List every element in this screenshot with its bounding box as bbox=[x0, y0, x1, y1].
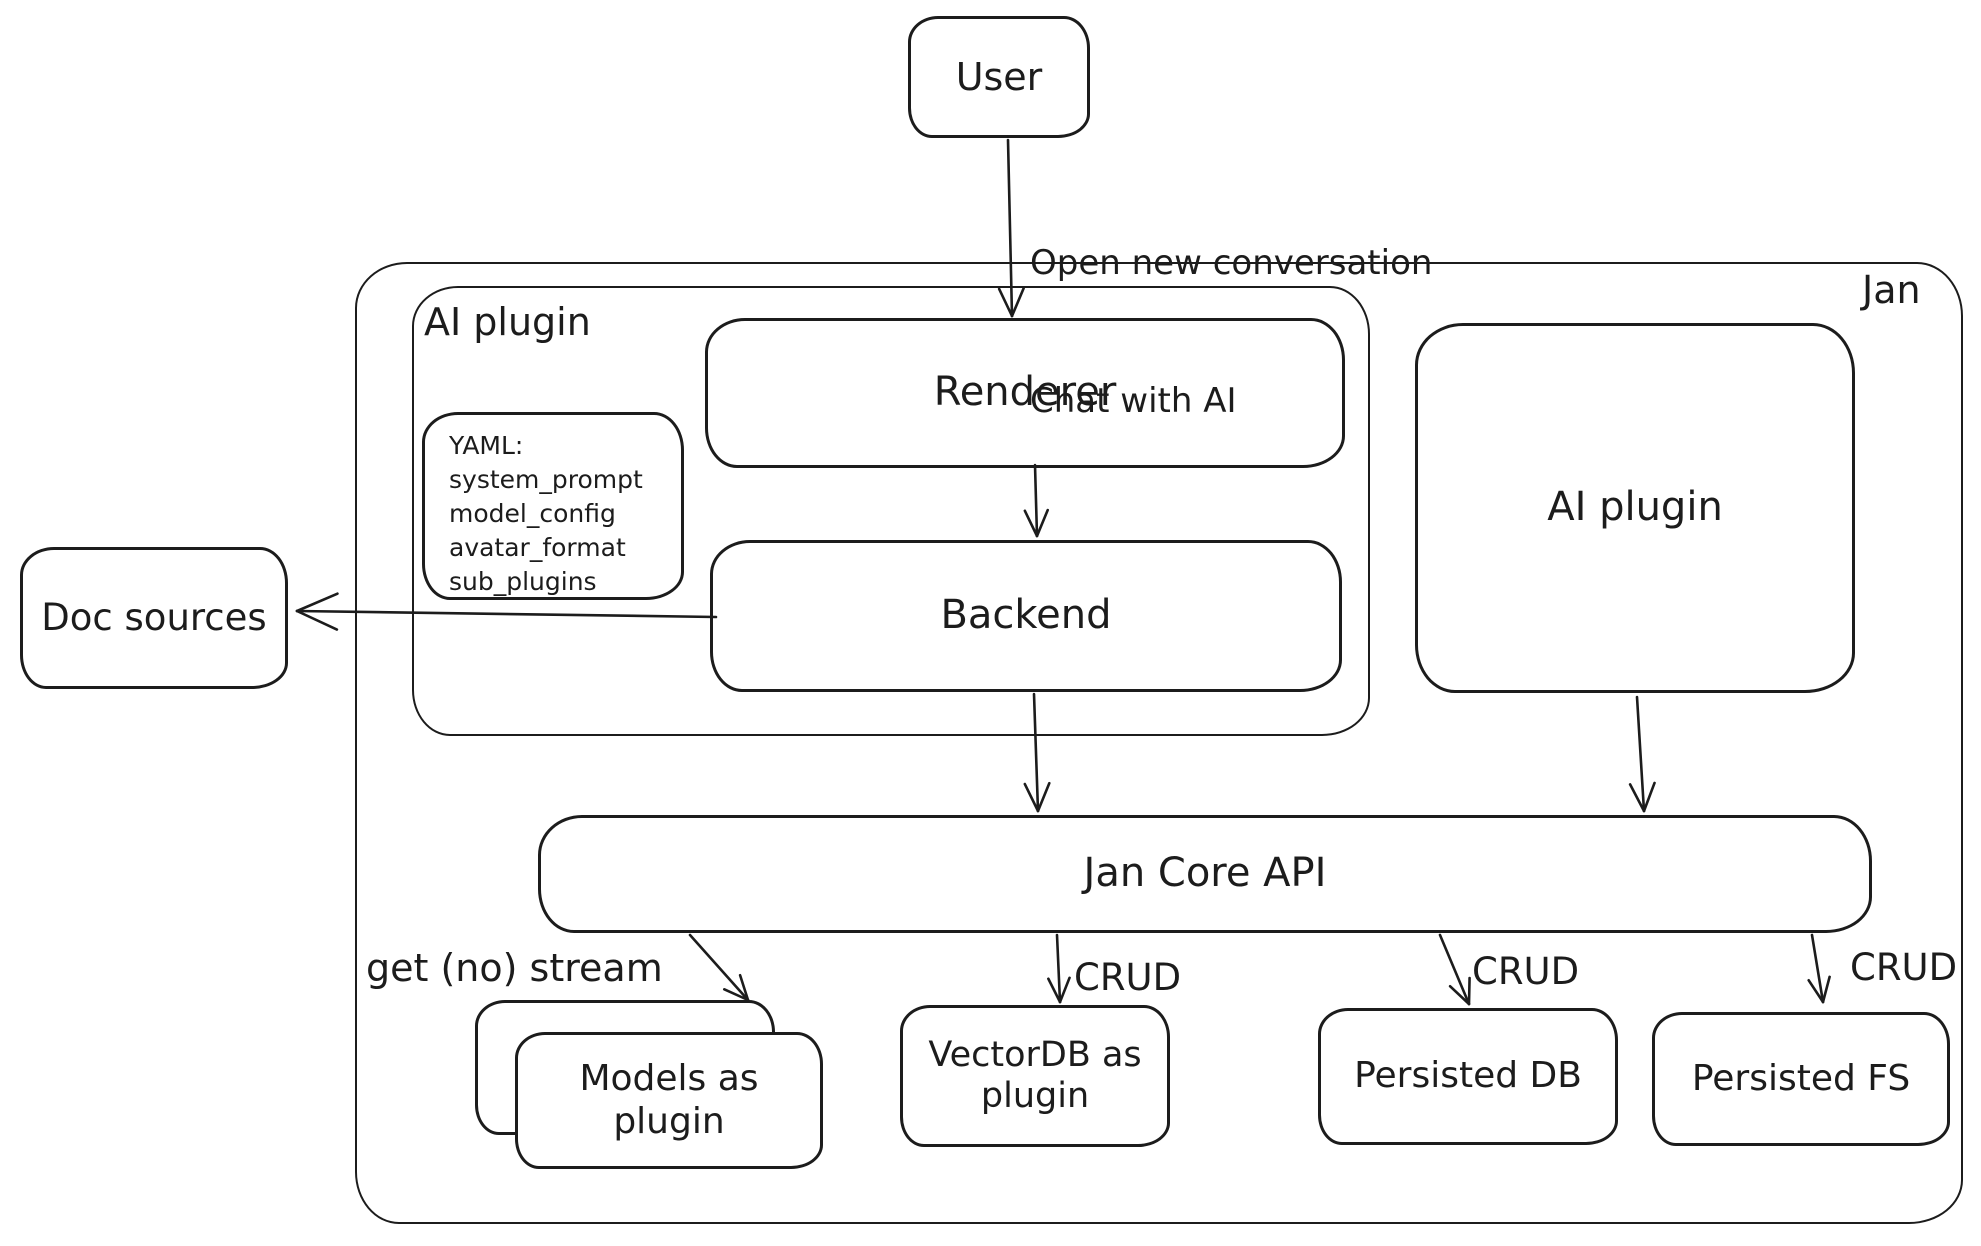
ai-plugin-container-label: AI plugin bbox=[424, 300, 591, 344]
models-plugin-node-label: Models as plugin bbox=[579, 1058, 759, 1142]
user-flow-edge-label-line1: Open new conversation bbox=[1030, 243, 1433, 283]
persisted-fs-node-label: Persisted FS bbox=[1691, 1057, 1911, 1099]
vectordb-plugin-node: VectorDB as plugin bbox=[900, 1005, 1170, 1147]
user-flow-edge-label: Open new conversation Chat with AI bbox=[1030, 148, 1432, 516]
jan-container-label: Jan bbox=[1862, 268, 1921, 312]
yaml-note-item-model-config: model_config bbox=[449, 499, 616, 528]
models-plugin-node: Models as plugin bbox=[515, 1032, 823, 1169]
ai-plugin-container bbox=[412, 286, 1370, 736]
backend-node: Backend bbox=[710, 540, 1342, 692]
persisted-fs-node: Persisted FS bbox=[1652, 1012, 1950, 1146]
user-flow-edge-label-line2: Chat with AI bbox=[1030, 381, 1237, 421]
jan-core-api-node: Jan Core API bbox=[538, 815, 1872, 933]
user-node-label: User bbox=[955, 54, 1043, 99]
yaml-note-item-system-prompt: system_prompt bbox=[449, 465, 643, 494]
backend-node-label: Backend bbox=[940, 592, 1112, 639]
doc-sources-node: Doc sources bbox=[20, 547, 288, 689]
renderer-node: Renderer bbox=[705, 318, 1345, 468]
yaml-note-item-sub-plugins: sub_plugins bbox=[449, 567, 597, 596]
ai-plugin-node: AI plugin bbox=[1415, 323, 1855, 693]
edge-label-crud-persisted-fs: CRUD bbox=[1850, 946, 1958, 989]
ai-plugin-node-label: AI plugin bbox=[1547, 484, 1723, 531]
edge-label-get-no-stream: get (no) stream bbox=[366, 946, 663, 990]
renderer-node-label: Renderer bbox=[933, 369, 1117, 416]
jan-core-api-node-label: Jan Core API bbox=[1083, 850, 1327, 897]
persisted-db-node: Persisted DB bbox=[1318, 1008, 1618, 1145]
user-node: User bbox=[908, 16, 1090, 138]
edge-label-crud-vectordb: CRUD bbox=[1074, 956, 1182, 999]
doc-sources-node-label: Doc sources bbox=[41, 596, 267, 640]
vectordb-plugin-node-label: VectorDB as plugin bbox=[928, 1034, 1142, 1116]
yaml-note-title: YAML: bbox=[449, 431, 524, 460]
yaml-note-item-avatar-format: avatar_format bbox=[449, 533, 626, 562]
edge-label-crud-persisted-db: CRUD bbox=[1472, 950, 1580, 993]
yaml-config-note: YAML: system_prompt model_config avatar_… bbox=[422, 412, 684, 600]
jan-container bbox=[355, 262, 1963, 1224]
persisted-db-node-label: Persisted DB bbox=[1354, 1055, 1582, 1097]
